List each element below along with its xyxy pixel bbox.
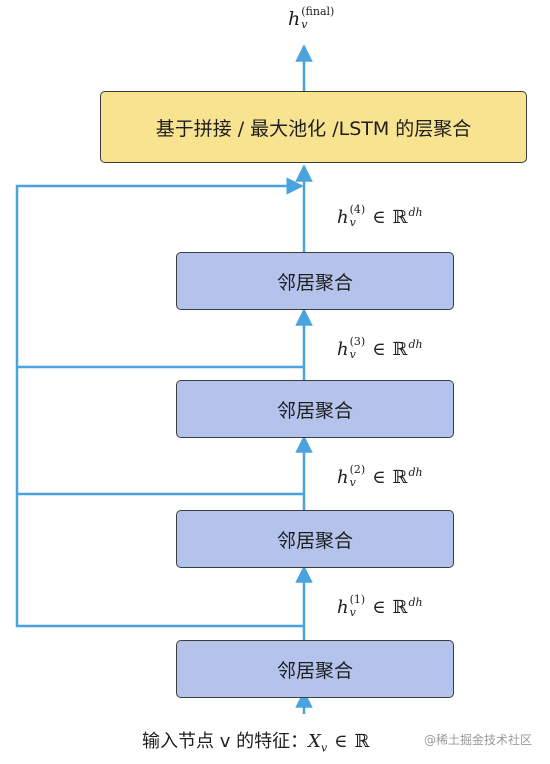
h4-superscript: (4) [349, 203, 366, 216]
h4-exponent: dh [408, 206, 423, 219]
neighbor-aggregation-label-2: 邻居聚合 [276, 529, 353, 552]
h3-superscript: (3) [349, 335, 366, 348]
hidden-label-2: h(2)v ∈ ℝdh [337, 463, 423, 490]
input-feature-label: 输入节点 v 的特征：Xv ∈ ℝ [142, 727, 369, 755]
h3-space: ℝ [392, 339, 408, 360]
neighbor-aggregation-box-1: 邻居聚合 [176, 640, 454, 698]
hidden-label-3: h(3)v ∈ ℝdh [337, 335, 423, 362]
h2-superscript: (2) [349, 463, 366, 476]
h4-symbol: h [337, 207, 349, 228]
input-space: ℝ [354, 731, 370, 752]
h1-space: ℝ [392, 597, 408, 618]
hidden-label-1: h(1)v ∈ ℝdh [337, 593, 423, 620]
output-superscript: (final) [301, 5, 335, 18]
neighbor-aggregation-label-1: 邻居聚合 [276, 659, 353, 682]
skip-connection-h1 [15, 177, 304, 628]
neighbor-aggregation-box-3: 邻居聚合 [176, 380, 454, 438]
h2-subscript: v [349, 476, 356, 489]
layer-aggregation-box: 基于拼接 / 最大池化 /LSTM 的层聚合 [100, 91, 527, 163]
h4-subscript: v [349, 216, 356, 229]
input-operator: ∈ [334, 731, 348, 752]
neighbor-aggregation-box-2: 邻居聚合 [176, 510, 454, 568]
output-label: h(final)v [288, 5, 335, 32]
h1-operator: ∈ [372, 597, 386, 618]
h1-symbol: h [337, 597, 349, 618]
neighbor-aggregation-label-3: 邻居聚合 [276, 399, 353, 422]
layer-aggregation-label: 基于拼接 / 最大池化 /LSTM 的层聚合 [155, 117, 472, 140]
watermark: @稀土掘金技术社区 [424, 733, 533, 747]
input-subscript: v [320, 741, 328, 755]
h3-symbol: h [337, 339, 349, 360]
h2-exponent: dh [408, 466, 423, 479]
h1-subscript: v [349, 606, 356, 619]
output-subscript: v [301, 18, 308, 31]
h2-symbol: h [337, 467, 349, 488]
input-var: X [308, 731, 321, 752]
h3-operator: ∈ [372, 339, 386, 360]
neighbor-aggregation-box-4: 邻居聚合 [176, 252, 454, 310]
h2-operator: ∈ [372, 467, 386, 488]
output-symbol: h [288, 8, 301, 30]
h3-subscript: v [349, 348, 356, 361]
h2-space: ℝ [392, 467, 408, 488]
h1-superscript: (1) [349, 593, 366, 606]
hidden-label-4: h(4)v ∈ ℝdh [337, 203, 423, 230]
neighbor-aggregation-label-4: 邻居聚合 [276, 271, 353, 294]
h4-space: ℝ [392, 207, 408, 228]
h4-operator: ∈ [372, 207, 386, 228]
input-text: 输入节点 v 的特征： [142, 731, 309, 752]
h3-exponent: dh [408, 338, 423, 351]
h1-exponent: dh [408, 596, 423, 609]
